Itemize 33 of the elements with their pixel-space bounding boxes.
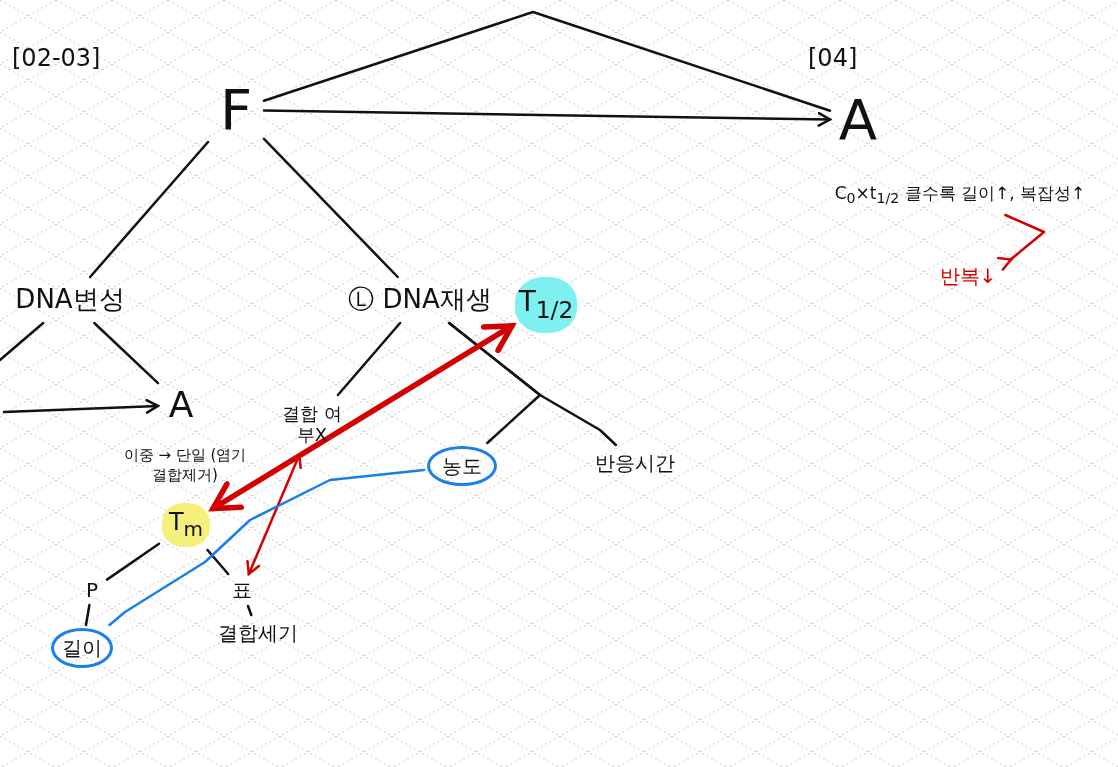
- connector-line: [262, 10, 832, 112]
- circled-word: 길이: [51, 628, 113, 668]
- connector-line: [206, 548, 230, 576]
- note-text: 반복↓: [939, 264, 997, 288]
- tree-node-label: 반응시간: [595, 451, 675, 475]
- arrow: [997, 213, 1046, 271]
- connector-line: [88, 140, 210, 279]
- tree-node-label: Ⓛ DNA재생: [348, 285, 492, 315]
- connector-line: [0, 321, 45, 362]
- connector-line: [105, 542, 161, 581]
- section-label: [04]: [808, 44, 858, 72]
- connector-line: [108, 468, 426, 627]
- tree-node-label: A: [838, 87, 878, 153]
- section-label: [02-03]: [12, 44, 101, 72]
- connector-line: [246, 604, 253, 617]
- arrow: [2, 398, 160, 414]
- annotation-text: 이중 → 단일 (염기결합제거): [122, 446, 248, 485]
- connector-line: [262, 137, 399, 279]
- tree-node-label: DNA변성: [15, 285, 125, 315]
- connector-line: [336, 321, 402, 397]
- tree-node-label: P: [85, 578, 99, 602]
- arrow: [262, 109, 832, 127]
- connector-line: [84, 603, 91, 627]
- tree-node-label: 결합세기: [218, 621, 298, 645]
- arrow: [210, 323, 515, 512]
- tree-node-label: F: [219, 77, 253, 143]
- circled-word: 농도: [427, 446, 497, 486]
- tree-node-label: 결합 여부X: [281, 404, 343, 446]
- note-text: C$_{0}$×t$_{1/2}$ 클수록 길이↑, 복잡성↑: [834, 183, 1086, 207]
- connector-line: [447, 321, 618, 447]
- connector-line: [93, 321, 160, 385]
- tree-node-label: 표: [232, 578, 252, 602]
- tree-node-label: A: [168, 384, 194, 426]
